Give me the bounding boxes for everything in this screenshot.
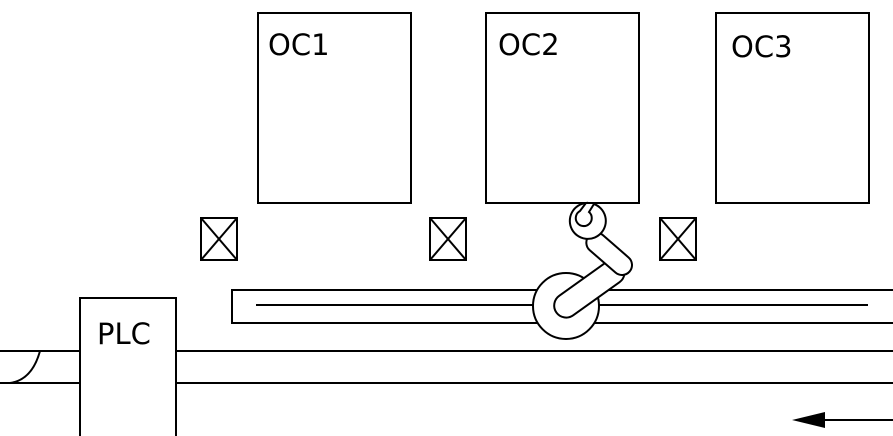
robot-arm-icon — [532, 201, 633, 340]
machine-oc1: OC1 — [257, 12, 412, 204]
flow-direction-arrow-icon — [792, 412, 893, 428]
machine-oc3: OC3 — [715, 12, 870, 204]
machine-oc2: OC2 — [485, 12, 640, 204]
machine-oc1-box — [257, 12, 412, 204]
machine-oc2-box — [485, 12, 640, 204]
plc-box — [79, 297, 177, 436]
sensor-box-icon — [200, 217, 238, 261]
cable-icon — [9, 350, 41, 384]
plc-controller: PLC — [79, 297, 177, 436]
machine-oc3-label: OC3 — [731, 30, 793, 64]
sensor-box-icon — [429, 217, 467, 261]
sensor-box-icon — [659, 217, 697, 261]
machine-oc3-box — [715, 12, 870, 204]
machine-oc2-label: OC2 — [498, 28, 560, 62]
machine-oc1-label: OC1 — [268, 28, 330, 62]
plc-label: PLC — [97, 317, 151, 351]
